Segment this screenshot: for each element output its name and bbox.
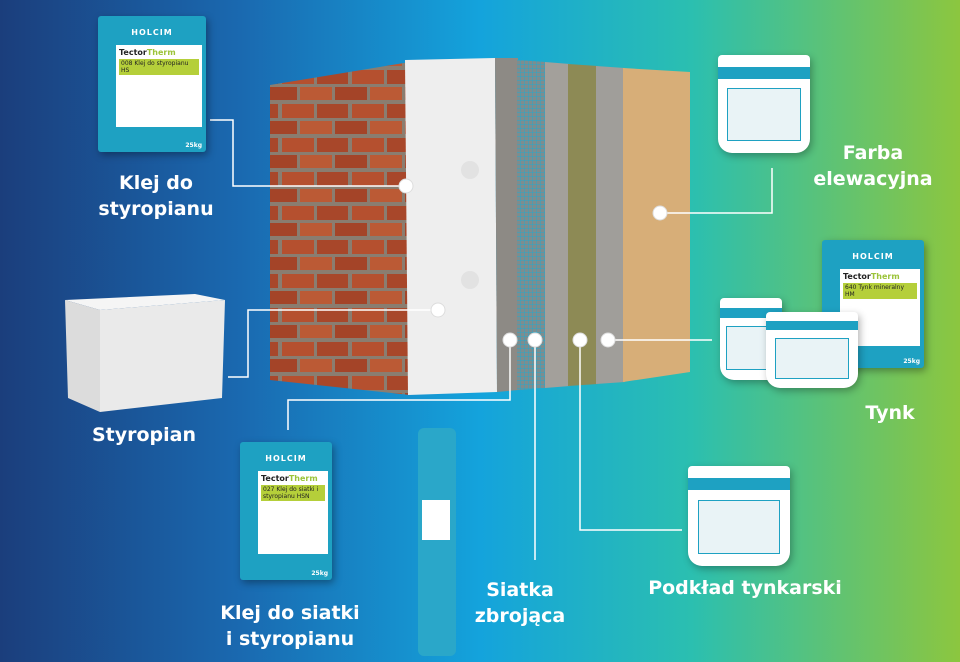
primer-layer bbox=[568, 64, 598, 386]
product-bag-klej-styropian: HOLCIM TectorTherm 008 Klej do styropian… bbox=[98, 16, 206, 152]
product-name: Klej do siatki i styropianu HSN bbox=[263, 486, 319, 500]
product-bag-tynk: HOLCIM TectorTherm 640 Tynk mineralny HM… bbox=[822, 240, 924, 368]
weight: 25kg bbox=[185, 142, 202, 149]
line-b: Therm bbox=[146, 48, 176, 57]
line-a: Tector bbox=[119, 48, 147, 57]
label-line: i styropianu bbox=[225, 628, 355, 650]
paint-layer bbox=[623, 68, 690, 382]
marker-dots bbox=[398, 178, 668, 348]
label-line: styropianu bbox=[98, 198, 214, 220]
line-a: Tector bbox=[843, 272, 871, 281]
brick-wall bbox=[270, 62, 410, 395]
line-b: Therm bbox=[870, 272, 900, 281]
brand: HOLCIM bbox=[131, 28, 173, 37]
label-line: Siatka bbox=[486, 579, 554, 601]
label-line: zbrojąca bbox=[474, 605, 566, 627]
bucket-farba bbox=[718, 55, 810, 153]
label-klej-siatka: Klej do siatki i styropianu bbox=[210, 600, 370, 652]
adhesive-layer bbox=[495, 58, 518, 392]
code: 008 bbox=[121, 60, 133, 67]
product-bag-klej-siatka: HOLCIM TectorTherm 027 Klej do siatki i … bbox=[240, 442, 332, 580]
label-styropian: Styropian bbox=[91, 424, 197, 446]
code: 640 bbox=[845, 284, 857, 291]
plaster-layer bbox=[596, 66, 625, 384]
label-farba: Farba elewacyjna bbox=[808, 140, 938, 192]
label-line: elewacyjna bbox=[813, 168, 933, 190]
bucket-tynk-2 bbox=[766, 312, 858, 388]
brand: HOLCIM bbox=[852, 252, 894, 261]
brand: HOLCIM bbox=[265, 454, 307, 463]
mesh-layer bbox=[517, 60, 546, 390]
line-b: Therm bbox=[288, 474, 318, 483]
label-line: Klej do bbox=[119, 172, 193, 194]
label-line: Farba bbox=[842, 142, 904, 164]
leader-lines bbox=[210, 119, 773, 560]
bucket-podklad bbox=[688, 466, 790, 566]
mesh-roll bbox=[418, 428, 456, 656]
label-podklad: Podkład tynkarski bbox=[648, 577, 842, 599]
label-line: Klej do siatki bbox=[220, 602, 360, 624]
line-a: Tector bbox=[261, 474, 289, 483]
styrofoam-block bbox=[65, 294, 225, 412]
code: 027 bbox=[263, 486, 275, 493]
product-name: Tynk mineralny HM bbox=[845, 284, 905, 298]
product-name: Klej do styropianu HS bbox=[121, 60, 189, 74]
label-tynk: Tynk bbox=[865, 402, 915, 424]
base-coat-layer bbox=[545, 62, 570, 388]
styrofoam-layer bbox=[405, 58, 497, 395]
label-siatka: Siatka zbrojąca bbox=[460, 577, 580, 629]
weight: 25kg bbox=[903, 358, 920, 365]
label-klej-styropian: Klej do styropianu bbox=[96, 170, 216, 222]
weight: 25kg bbox=[311, 570, 328, 577]
